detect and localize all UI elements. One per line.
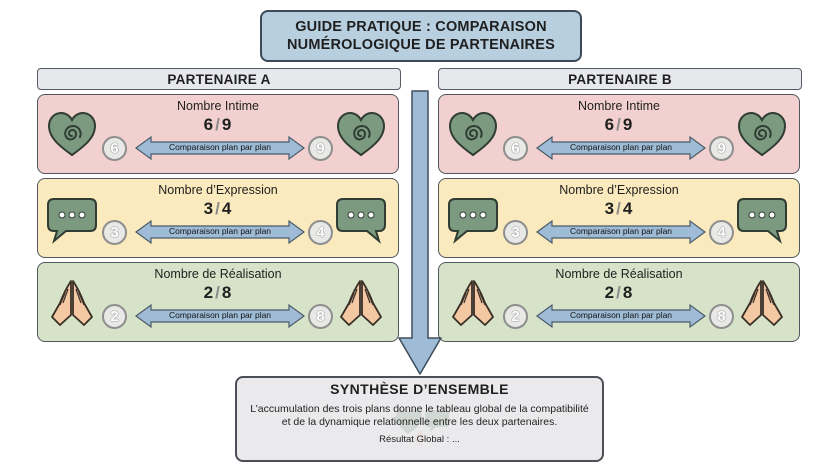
ratio-right: 8: [221, 283, 233, 302]
panel-b-nombre-intime: Nombre Intime 6/9 6 9 Comparaison plan p…: [438, 94, 800, 174]
ratio-left: 3: [203, 199, 215, 218]
ratio-right: 4: [622, 199, 634, 218]
number-coin: 6: [102, 136, 127, 161]
ratio-right: 9: [221, 115, 233, 134]
number-ratio: 3/4: [38, 199, 398, 219]
panel-label: Nombre d’Expression: [559, 183, 679, 197]
number-coin: 2: [102, 304, 127, 329]
down-arrow-icon: [398, 90, 442, 375]
ratio-left: 2: [604, 283, 616, 302]
panel-b-nombre-realisation: Nombre de Réalisation 2/8 2 8 Comparaiso…: [438, 262, 800, 342]
praying-hands-icon: [452, 280, 494, 326]
heart-spiral-icon: [47, 111, 97, 157]
panel-label: Nombre de Réalisation: [154, 267, 282, 281]
number-coin: 3: [503, 220, 528, 245]
heart-spiral-icon: [336, 111, 386, 157]
double-arrow-icon: [536, 303, 706, 329]
panel-a-nombre-intime: Nombre Intime 6/9 6 9 Comparaison plan p…: [37, 94, 399, 174]
praying-hands-icon: [340, 280, 382, 326]
number-ratio: 2/8: [439, 283, 799, 303]
number-ratio: 3/4: [439, 199, 799, 219]
panel-label: Nombre Intime: [177, 99, 259, 113]
speech-bubble-icon: [737, 198, 787, 244]
number-coin: 6: [503, 136, 528, 161]
ratio-right: 9: [622, 115, 634, 134]
ratio-left: 2: [203, 283, 215, 302]
number-coin: 4: [709, 220, 734, 245]
double-arrow-icon: [536, 219, 706, 245]
double-arrow-icon: [135, 135, 305, 161]
ratio-slash: /: [215, 283, 221, 302]
ratio-right: 4: [221, 199, 233, 218]
double-arrow-icon: [135, 219, 305, 245]
ratio-slash: /: [616, 199, 622, 218]
number-coin: 8: [709, 304, 734, 329]
number-ratio: 2/8: [38, 283, 398, 303]
panel-label: Nombre d’Expression: [158, 183, 278, 197]
panel-b-nombre-expression: Nombre d’Expression 3/4 3 4 Comparaison …: [438, 178, 800, 258]
praying-hands-icon: [741, 280, 783, 326]
faint-icons-watermark: [396, 409, 449, 446]
synthese-line-1: L’accumulation des trois plans donne le …: [250, 403, 589, 415]
panel-label: Nombre de Réalisation: [555, 267, 683, 281]
praying-hands-icon: [51, 280, 93, 326]
ratio-slash: /: [616, 283, 622, 302]
panel-label: Nombre Intime: [578, 99, 660, 113]
number-ratio: 6/9: [38, 115, 398, 135]
speech-bubble-icon: [336, 198, 386, 244]
number-coin: 2: [503, 304, 528, 329]
heart-spiral-icon: [448, 111, 498, 157]
number-coin: 9: [709, 136, 734, 161]
synthese-title: SYNTHÈSE D’ENSEMBLE: [330, 381, 509, 397]
ratio-slash: /: [215, 199, 221, 218]
guide-title: GUIDE PRATIQUE : COMPARAISON NUMÉROLOGIQ…: [260, 10, 582, 62]
arrow-label: Comparaison plan par plan: [168, 310, 272, 320]
ratio-left: 3: [604, 199, 616, 218]
heart-spiral-icon: [737, 111, 787, 157]
arrow-label: Comparaison plan par plan: [569, 142, 673, 152]
number-coin: 9: [308, 136, 333, 161]
ratio-slash: /: [215, 115, 221, 134]
panel-a-nombre-realisation: Nombre de Réalisation 2/8 2 8 Comparaiso…: [37, 262, 399, 342]
number-ratio: 6/9: [439, 115, 799, 135]
double-arrow-icon: [135, 303, 305, 329]
synthese-box: SYNTHÈSE D’ENSEMBLE L’accumulation des t…: [235, 376, 604, 462]
header-partenaire-a: PARTENAIRE A: [37, 68, 401, 90]
arrow-label: Comparaison plan par plan: [168, 226, 272, 236]
header-partenaire-b: PARTENAIRE B: [438, 68, 802, 90]
speech-bubble-icon: [448, 198, 498, 244]
double-arrow-icon: [536, 135, 706, 161]
panel-a-nombre-expression: Nombre d’Expression 3/4 3 4 Comparaison …: [37, 178, 399, 258]
number-coin: 4: [308, 220, 333, 245]
arrow-label: Comparaison plan par plan: [569, 310, 673, 320]
number-coin: 8: [308, 304, 333, 329]
arrow-label: Comparaison plan par plan: [569, 226, 673, 236]
title-line-2: NUMÉROLOGIQUE DE PARTENAIRES: [287, 37, 555, 53]
synthese-description: L’accumulation des trois plans donne le …: [237, 403, 602, 429]
ratio-right: 8: [622, 283, 634, 302]
resultat-global: Résultat Global : ...: [379, 434, 460, 445]
arrow-label: Comparaison plan par plan: [168, 142, 272, 152]
number-coin: 3: [102, 220, 127, 245]
synthese-line-2: et de la dynamique relationnelle entre l…: [281, 416, 558, 428]
ratio-left: 6: [203, 115, 215, 134]
ratio-left: 6: [604, 115, 616, 134]
ratio-slash: /: [616, 115, 622, 134]
title-line-1: GUIDE PRATIQUE : COMPARAISON: [295, 19, 547, 35]
speech-bubble-icon: [47, 198, 97, 244]
